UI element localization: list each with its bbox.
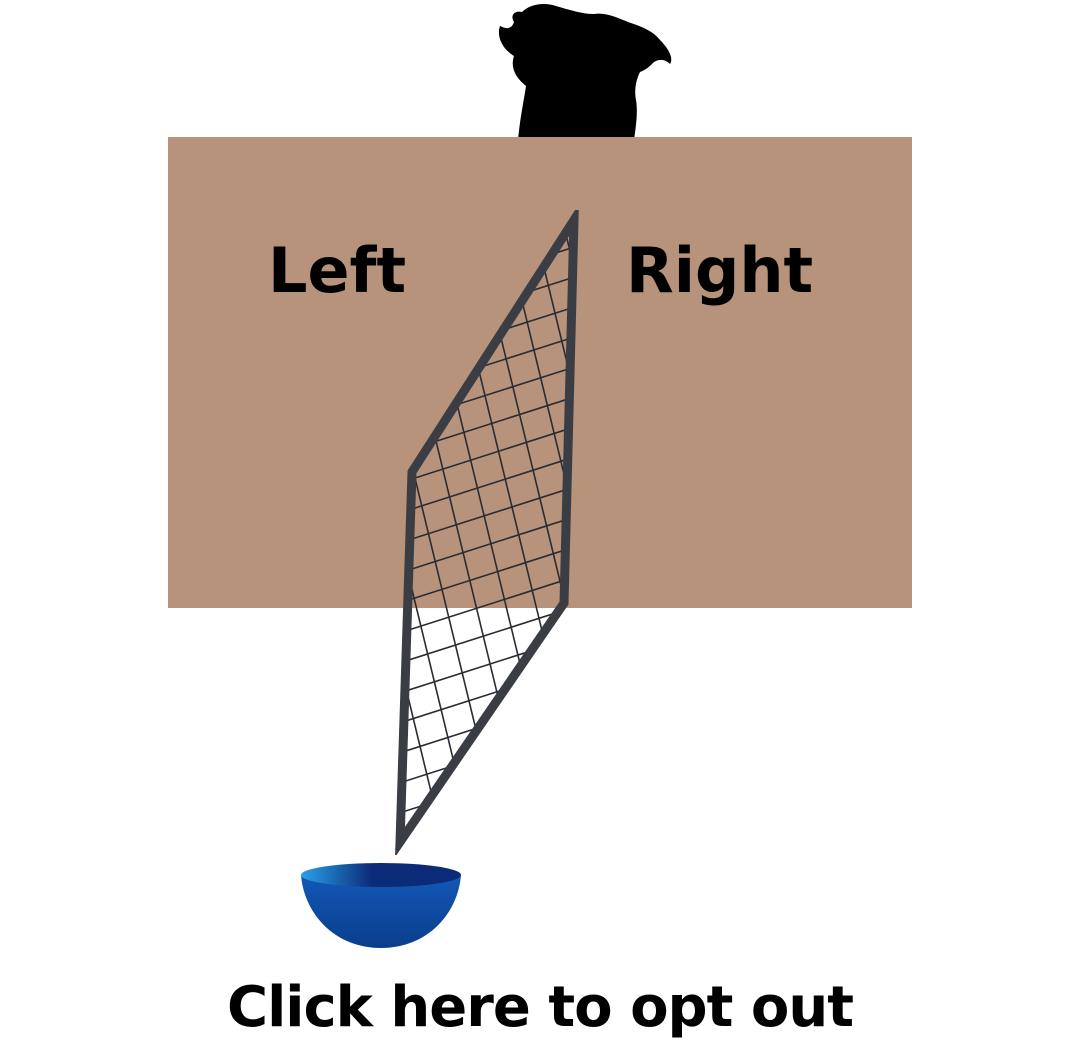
mesh-gate-icon[interactable] [390, 210, 590, 855]
left-choice-label[interactable]: Left [268, 234, 407, 307]
opt-out-link[interactable]: Click here to opt out [226, 975, 854, 1040]
water-bowl-icon[interactable] [296, 858, 466, 953]
right-choice-label[interactable]: Right [626, 234, 814, 307]
dog-silhouette-icon[interactable] [490, 0, 680, 140]
